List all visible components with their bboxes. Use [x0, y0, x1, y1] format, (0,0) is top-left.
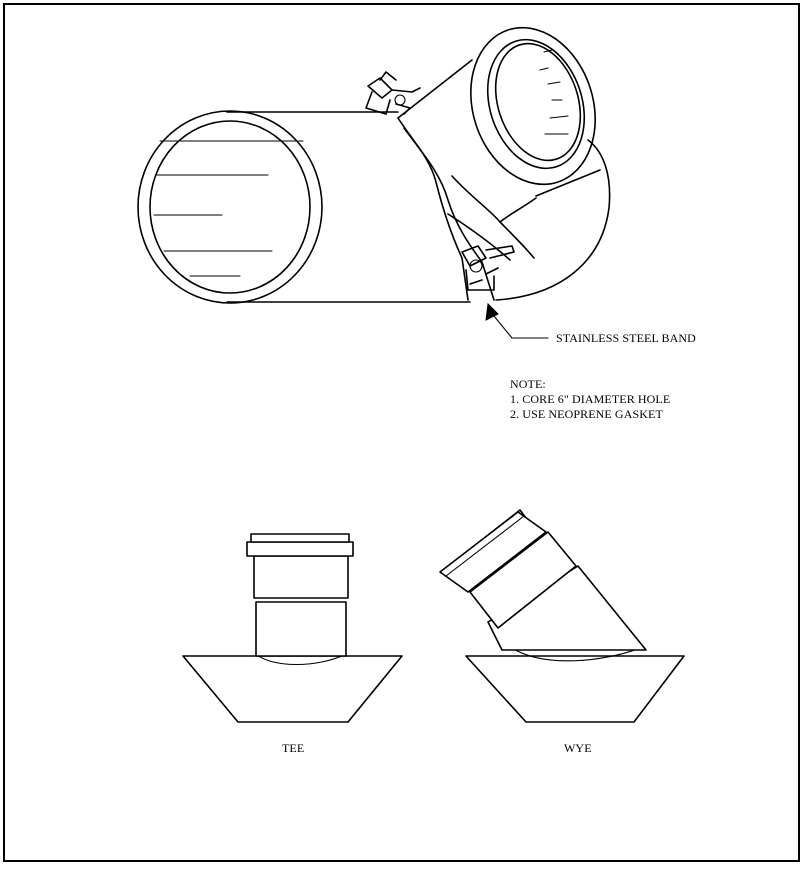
note-item-1: 1. CORE 6" DIAMETER HOLE	[510, 392, 671, 406]
main-pipe	[137, 110, 611, 304]
tee-label: TEE	[282, 741, 305, 755]
wye-label: WYE	[564, 741, 592, 755]
top-band-clamp	[365, 71, 421, 115]
sheet-border	[3, 3, 800, 862]
bottom-band-clamp	[461, 245, 515, 291]
wye-fitting	[439, 509, 685, 723]
tee-fitting	[182, 533, 403, 723]
note-item-2: 2. USE NEOPRENE GASKET	[510, 407, 663, 421]
band-callout-leader	[485, 302, 549, 339]
band-callout-label: STAINLESS STEEL BAND	[556, 331, 696, 345]
notes-heading: NOTE:	[510, 377, 546, 391]
saddle-branch	[397, 26, 601, 301]
